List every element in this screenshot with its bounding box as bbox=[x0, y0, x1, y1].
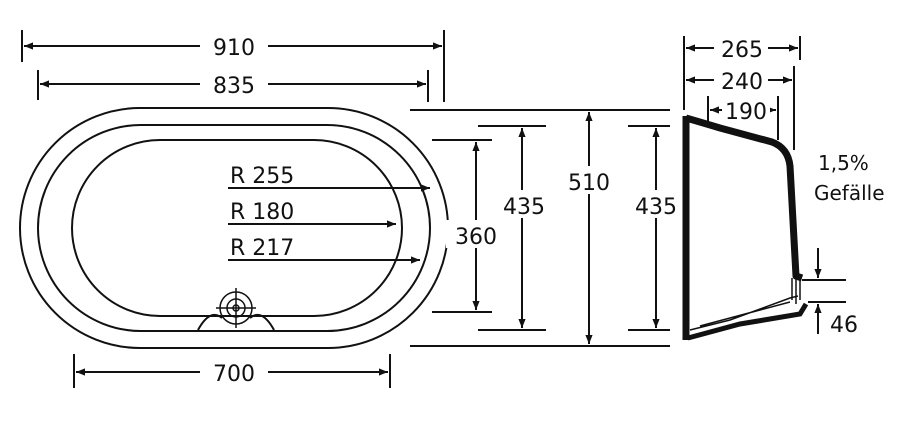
dim-label-265: 265 bbox=[721, 38, 763, 63]
tub-side-profile bbox=[682, 114, 804, 340]
slope-value: 1,5% bbox=[818, 151, 869, 175]
radius-label-255: R 255 bbox=[230, 164, 294, 189]
tub-basin bbox=[71, 139, 403, 317]
top-view bbox=[19, 107, 449, 349]
drain-notch bbox=[197, 314, 275, 331]
tub-inner-rim bbox=[37, 124, 431, 332]
tub-side-base bbox=[687, 302, 809, 341]
dim-label-700: 700 bbox=[213, 362, 255, 387]
dim-label-240: 240 bbox=[721, 70, 763, 95]
slope-label: Gefälle bbox=[814, 181, 885, 205]
radius-label-217: R 217 bbox=[230, 236, 294, 261]
dim-label-835: 835 bbox=[213, 74, 255, 99]
dim-label-510: 510 bbox=[568, 171, 610, 196]
middle-dimensions bbox=[410, 109, 670, 347]
drain-pipe bbox=[791, 274, 801, 304]
dim-label-435-right: 435 bbox=[635, 195, 677, 220]
side-view bbox=[682, 114, 809, 341]
dim-label-360: 360 bbox=[455, 225, 497, 250]
tub-floor-slope bbox=[689, 295, 799, 331]
dim-label-910: 910 bbox=[213, 36, 255, 61]
tub-outer-rim bbox=[19, 107, 449, 349]
dim-label-190: 190 bbox=[725, 100, 767, 125]
dim-label-435-left: 435 bbox=[503, 195, 545, 220]
dim-label-46: 46 bbox=[830, 313, 858, 338]
radius-label-180: R 180 bbox=[230, 200, 294, 225]
drain-icon bbox=[216, 288, 256, 328]
radius-leaders bbox=[228, 184, 430, 264]
